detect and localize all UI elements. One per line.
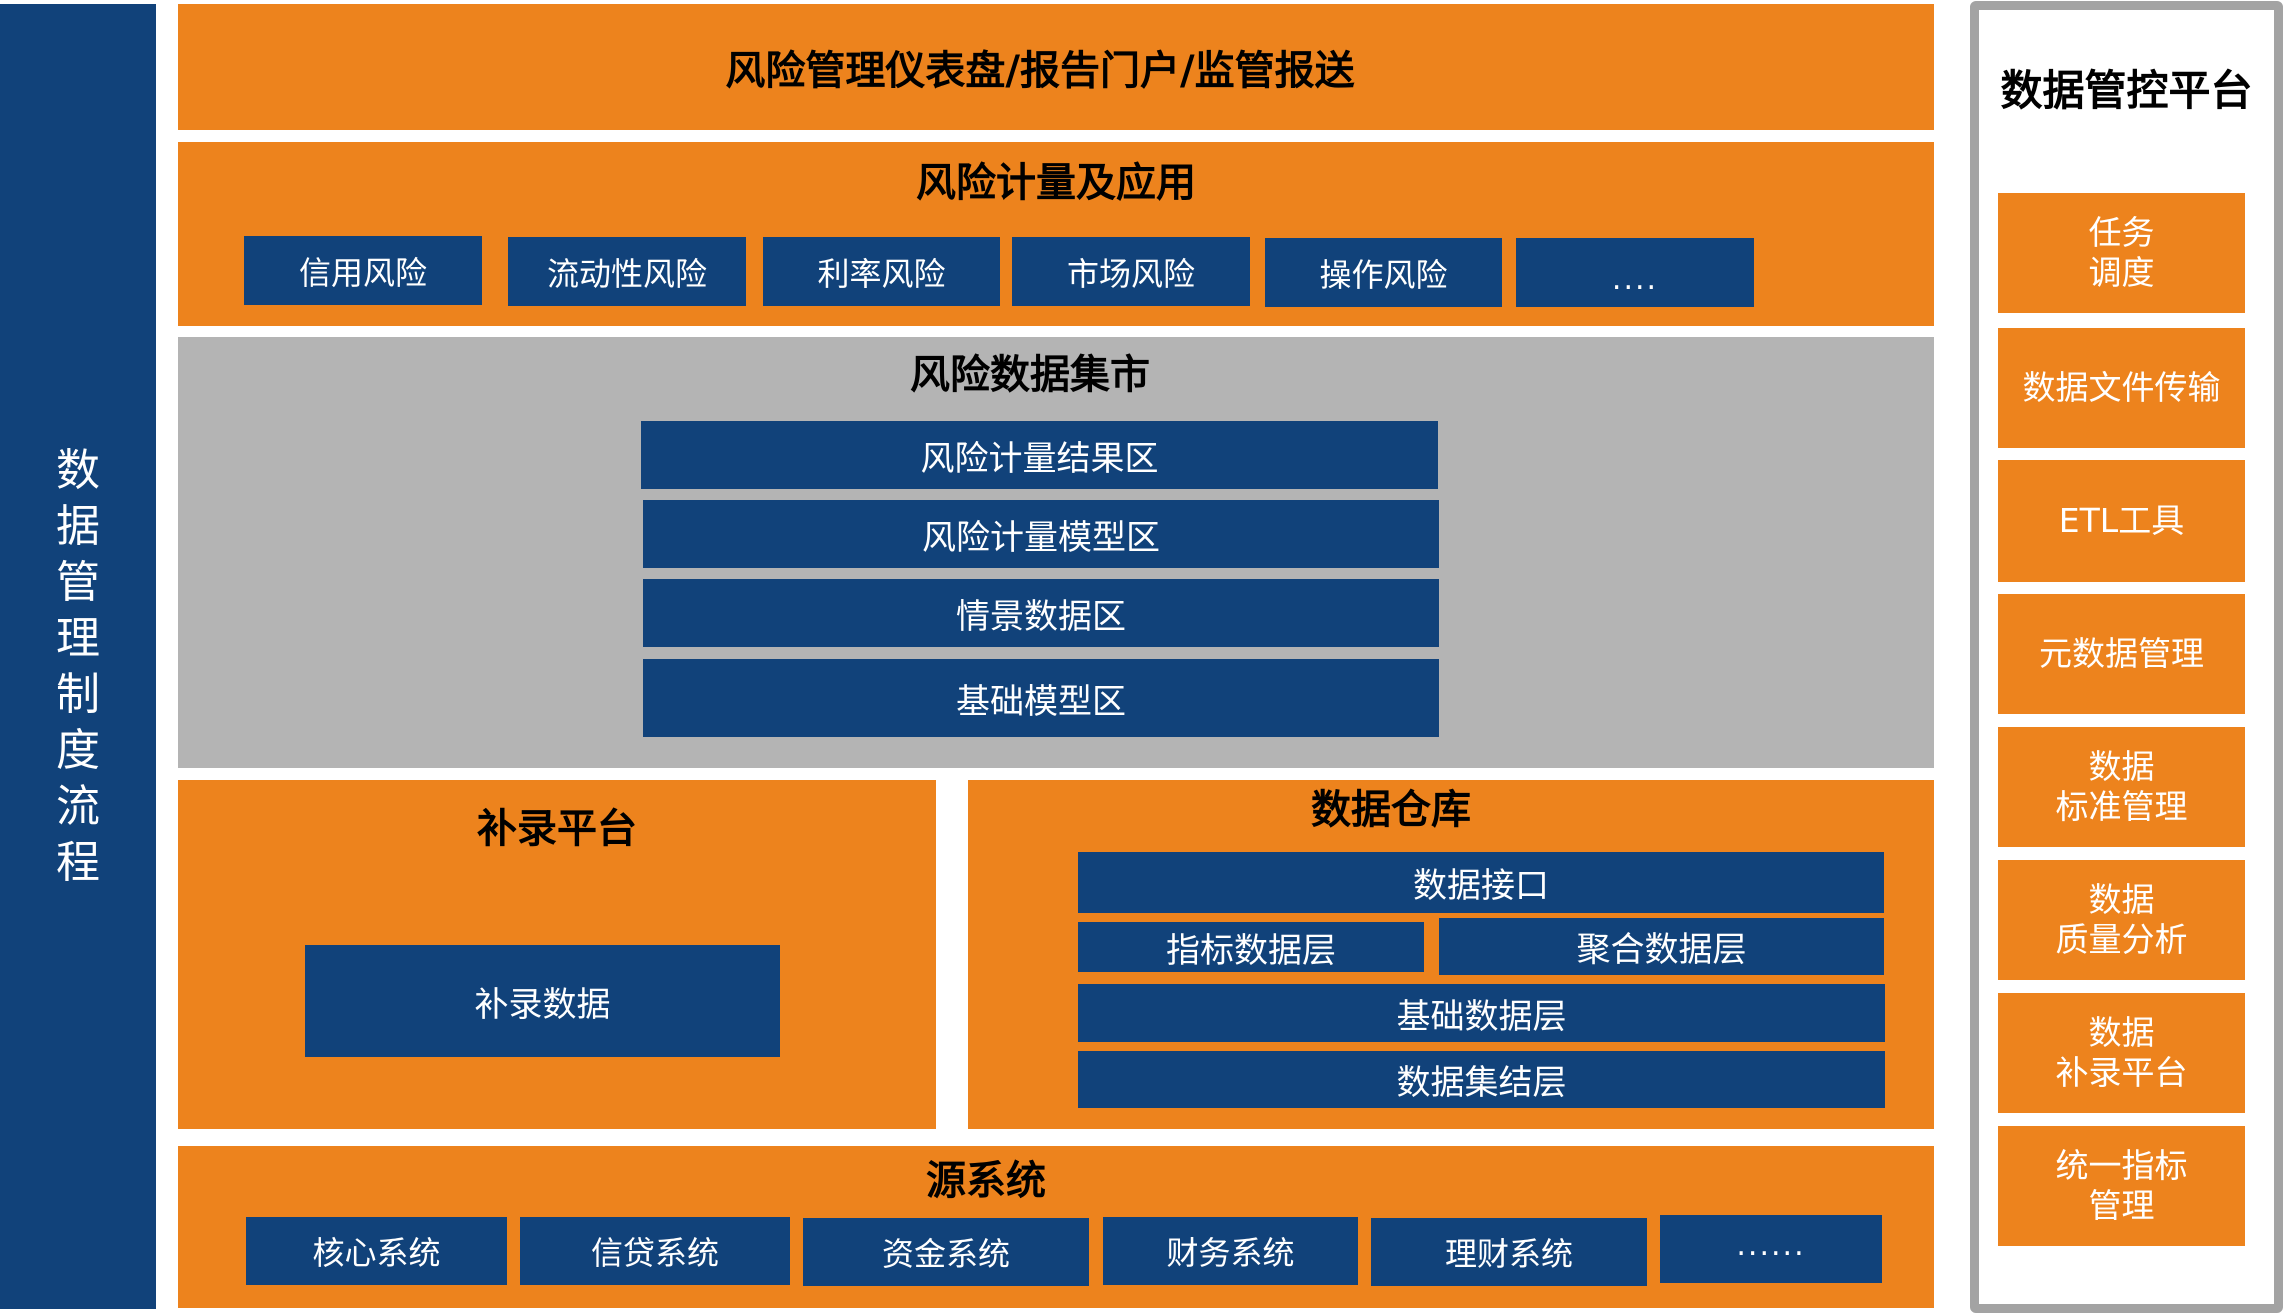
control-item-data-standards[interactable]: 数据 标准管理	[1998, 727, 2245, 847]
warehouse-indicator-layer[interactable]: 指标数据层	[1078, 922, 1424, 972]
layer-supplement-platform-title: 补录平台	[477, 806, 637, 852]
risk-item-credit[interactable]: 信用风险	[244, 236, 482, 305]
warehouse-data-interface[interactable]: 数据接口	[1078, 852, 1884, 913]
layer-risk-data-mart-title: 风险数据集市	[910, 352, 1150, 398]
mart-zone-base-model[interactable]: 基础模型区	[643, 659, 1439, 737]
warehouse-aggregate-layer[interactable]: 聚合数据层	[1439, 918, 1884, 975]
risk-item-more[interactable]: ....	[1516, 238, 1754, 307]
left-bar-label: 数 据 管 理 制 度 流 程	[0, 443, 156, 891]
source-credit-system[interactable]: 信贷系统	[520, 1217, 790, 1285]
source-wealth-system[interactable]: 理财系统	[1371, 1218, 1647, 1286]
char: 度	[56, 724, 100, 776]
char: 数	[56, 444, 100, 496]
char: 程	[56, 836, 100, 888]
supplement-data[interactable]: 补录数据	[305, 945, 780, 1057]
control-item-unified-indicators[interactable]: 统一指标 管理	[1998, 1126, 2245, 1246]
risk-item-interest-rate[interactable]: 利率风险	[763, 237, 1000, 306]
risk-item-liquidity[interactable]: 流动性风险	[508, 237, 746, 306]
char: 制	[56, 668, 100, 720]
layer-risk-measurement-title: 风险计量及应用	[916, 160, 1196, 206]
warehouse-base-layer[interactable]: 基础数据层	[1078, 984, 1885, 1042]
layer-source-systems-title: 源系统	[926, 1158, 1046, 1204]
layer-data-warehouse-title: 数据仓库	[1311, 787, 1471, 833]
char: 理	[56, 612, 100, 664]
layer-dashboard: 风险管理仪表盘/报告门户/监管报送	[178, 4, 1934, 130]
mart-zone-models[interactable]: 风险计量模型区	[643, 500, 1439, 568]
risk-item-operational[interactable]: 操作风险	[1265, 238, 1502, 307]
layer-dashboard-title: 风险管理仪表盘/报告门户/监管报送	[725, 48, 1355, 94]
source-finance-system[interactable]: 财务系统	[1103, 1217, 1358, 1285]
control-item-data-supplement[interactable]: 数据 补录平台	[1998, 993, 2245, 1113]
control-item-data-quality[interactable]: 数据 质量分析	[1998, 860, 2245, 980]
mart-zone-scenario[interactable]: 情景数据区	[643, 579, 1439, 647]
left-bar-governance: 数 据 管 理 制 度 流 程	[0, 4, 156, 1309]
mart-zone-results[interactable]: 风险计量结果区	[641, 421, 1438, 489]
source-treasury-system[interactable]: 资金系统	[803, 1218, 1089, 1286]
char: 流	[56, 780, 100, 832]
control-item-file-transfer[interactable]: 数据文件传输	[1998, 328, 2245, 448]
control-platform-title: 数据管控平台	[2000, 66, 2253, 115]
source-core-system[interactable]: 核心系统	[246, 1217, 507, 1285]
control-item-etl-tool[interactable]: ETL工具	[1998, 460, 2245, 582]
char: 管	[56, 556, 100, 608]
control-item-metadata[interactable]: 元数据管理	[1998, 594, 2245, 714]
char: 据	[56, 500, 100, 552]
warehouse-staging-layer[interactable]: 数据集结层	[1078, 1051, 1885, 1108]
source-more[interactable]: ......	[1660, 1215, 1882, 1283]
control-item-task-scheduling[interactable]: 任务 调度	[1998, 193, 2245, 313]
risk-item-market[interactable]: 市场风险	[1012, 237, 1250, 306]
